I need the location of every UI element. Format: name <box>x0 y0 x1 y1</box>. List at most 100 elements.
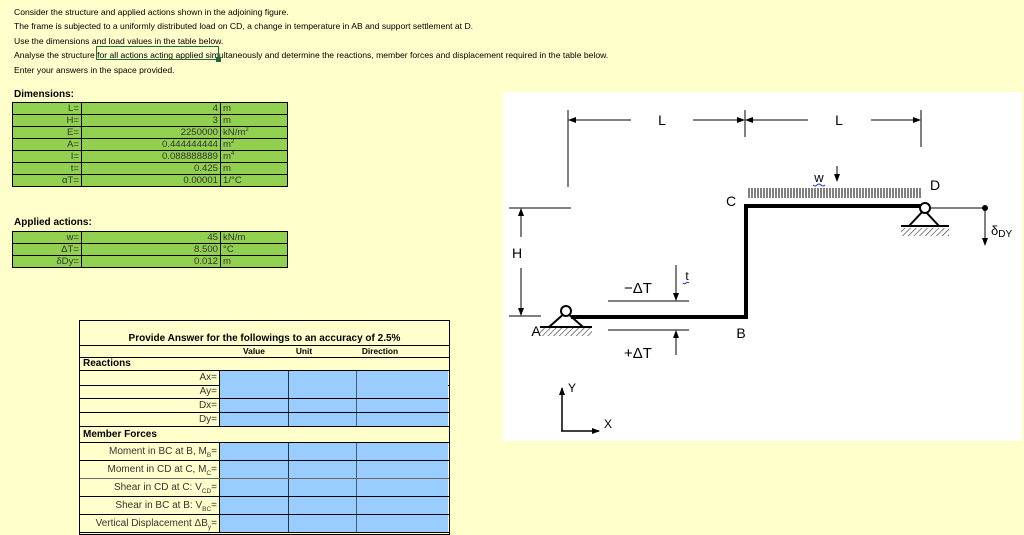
node-label-d: D <box>930 177 940 193</box>
row-label: Ay= <box>199 386 217 397</box>
dim-value[interactable]: 0.444444444 <box>81 138 221 151</box>
unit-input[interactable] <box>288 497 356 514</box>
unit-input[interactable] <box>288 443 356 460</box>
action-value[interactable]: 0.012 <box>81 255 221 268</box>
value-input[interactable] <box>219 497 288 514</box>
dim-value[interactable]: 0.088888889 <box>81 150 221 163</box>
dimension-l1: L <box>567 110 745 187</box>
instruction-line: Analyse the structure for all actions ac… <box>14 50 609 61</box>
temperature-indicator: −ΔT +ΔT t <box>608 265 690 362</box>
member-row-vcd: Shear in CD at C: VCD= <box>80 479 449 497</box>
value-input[interactable] <box>219 443 288 460</box>
unit-input[interactable] <box>288 385 356 398</box>
row-label: Dy= <box>198 414 217 425</box>
settlement-indicator: δDY <box>930 205 1012 246</box>
dim-value[interactable]: 0.425 <box>81 162 221 175</box>
action-unit: m <box>220 255 288 268</box>
column-header-value: Value <box>243 346 265 356</box>
dim-unit: m2 <box>220 138 288 151</box>
temp-label-bottom: +ΔT <box>624 345 652 362</box>
value-input[interactable] <box>219 399 288 412</box>
dimension-row: A= 0.444444444 m2 <box>12 138 288 151</box>
dim-value[interactable]: 3 <box>81 114 221 127</box>
row-label: Ax= <box>199 372 217 383</box>
action-unit: kN/m <box>220 231 288 244</box>
instruction-line: Use the dimensions and load values in th… <box>14 35 224 46</box>
action-row: δDy= 0.012 m <box>12 255 288 268</box>
dim-label: L= <box>12 102 82 115</box>
dimension-row: αT= 0.00001 1/°C <box>12 174 288 187</box>
action-row: ΔT= 8.500 °C <box>12 243 288 256</box>
dimension-row: L= 4 m <box>12 102 288 115</box>
dim-value[interactable]: 0.00001 <box>81 174 221 187</box>
answer-table: Provide Answer for the followings to an … <box>79 320 450 535</box>
axes-icon: Y X <box>559 381 612 434</box>
direction-input[interactable] <box>356 399 448 412</box>
action-label: ΔT= <box>12 243 82 256</box>
reaction-row-ay: Ay= <box>80 385 449 399</box>
direction-input[interactable] <box>356 385 448 398</box>
unit-input[interactable] <box>288 515 356 532</box>
direction-input[interactable] <box>356 413 448 426</box>
fill-handle[interactable] <box>216 57 221 62</box>
unit-input[interactable] <box>288 479 356 496</box>
member-row-dby: Vertical Displacement ΔBy= <box>80 515 449 533</box>
dimension-row: H= 3 m <box>12 114 288 127</box>
unit-input[interactable] <box>288 413 356 426</box>
reaction-row-dx: Dx= <box>80 399 449 413</box>
action-value[interactable]: 45 <box>81 231 221 244</box>
dimension-row: I= 0.088888889 m4 <box>12 150 288 163</box>
pin-support-a-icon <box>540 305 592 336</box>
dim-label-l1: L <box>658 112 666 128</box>
member-row-mc: Moment in CD at C, MC= <box>80 461 449 479</box>
dimension-l2: L <box>745 110 922 147</box>
action-row: w= 45 kN/m <box>12 231 288 244</box>
node-label-a: A <box>531 323 541 339</box>
row-label: Shear in BC at B: VBC= <box>115 500 217 513</box>
direction-input[interactable] <box>356 515 448 532</box>
dimension-h: H <box>509 207 571 317</box>
node-label-b: B <box>736 325 745 341</box>
spellcheck-squiggle <box>812 183 826 187</box>
reaction-row-dy: Dy= <box>80 413 449 427</box>
dim-label: t= <box>12 162 82 175</box>
dim-unit: m <box>220 162 288 175</box>
frame-members <box>571 204 921 319</box>
value-input[interactable] <box>219 479 288 496</box>
unit-input[interactable] <box>288 371 356 385</box>
thickness-label: t <box>685 269 689 283</box>
selected-cell[interactable] <box>96 46 219 60</box>
direction-input[interactable] <box>356 443 448 460</box>
dim-value[interactable]: 2250000 <box>81 126 221 139</box>
axis-label-y: Y <box>568 381 576 395</box>
reactions-header: Reactions <box>83 358 131 369</box>
row-label: Moment in CD at C, MC= <box>107 464 217 477</box>
direction-input[interactable] <box>356 371 448 385</box>
direction-input[interactable] <box>356 497 448 514</box>
direction-input[interactable] <box>356 461 448 478</box>
dim-unit: kN/m2 <box>220 126 288 139</box>
value-input[interactable] <box>219 385 288 398</box>
dim-unit: m4 <box>220 150 288 163</box>
value-input[interactable] <box>219 413 288 426</box>
row-label: Moment in BC at B, MB= <box>109 446 217 459</box>
unit-input[interactable] <box>288 461 356 478</box>
value-input[interactable] <box>219 515 288 532</box>
row-label: Dx= <box>198 400 217 411</box>
dim-value[interactable]: 4 <box>81 102 221 115</box>
axis-label-x: X <box>604 417 612 431</box>
instruction-line: The frame is subjected to a uniformly di… <box>14 21 474 32</box>
value-input[interactable] <box>219 461 288 478</box>
row-label: Vertical Displacement ΔBy= <box>95 518 217 531</box>
dimensions-table: L= 4 m H= 3 m E= 2250000 kN/m2 A= 0.4444… <box>12 102 288 187</box>
instructions: Consider the structure and applied actio… <box>14 5 608 77</box>
direction-input[interactable] <box>356 479 448 496</box>
dim-label: E= <box>12 126 82 139</box>
dim-unit: m <box>220 114 288 127</box>
instruction-line: Consider the structure and applied actio… <box>14 7 289 17</box>
unit-input[interactable] <box>288 399 356 412</box>
dim-label-l2: L <box>835 112 843 128</box>
value-input[interactable] <box>219 371 288 385</box>
action-value[interactable]: 8.500 <box>81 243 221 256</box>
dimension-row: t= 0.425 m <box>12 162 288 175</box>
